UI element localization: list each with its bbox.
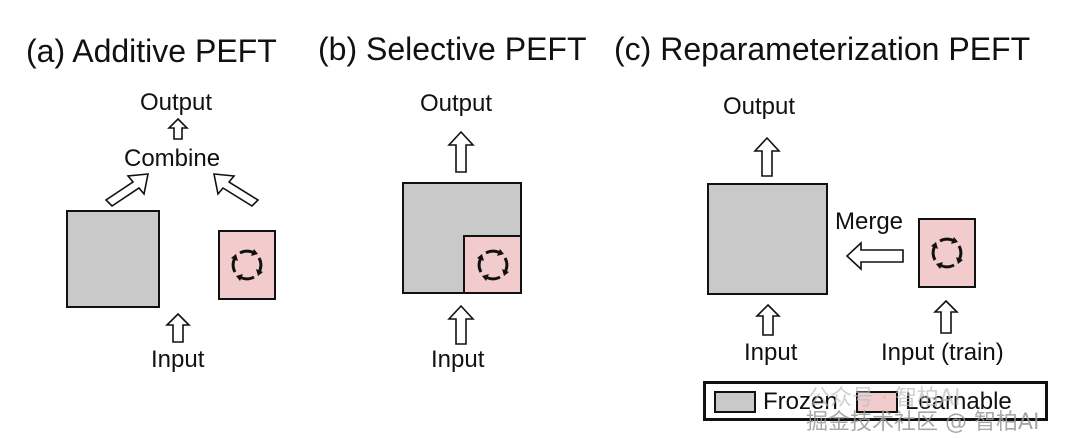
panel-b-input-arrow-icon [447, 304, 475, 345]
panel-a-right-diagonal-arrow-icon [213, 173, 260, 208]
panel-a-frozen-block [66, 210, 160, 308]
panel-c-merge-label: Merge [835, 208, 904, 235]
panel-b-output-label: Output [420, 90, 493, 117]
panel-c-output-label: Output [723, 93, 796, 120]
panel-c-frozen-block [707, 183, 828, 295]
watermark-line1: 公众号 · 智柏AI [808, 386, 961, 411]
legend-learnable-label: Learnable [905, 388, 1012, 415]
panel-a-input-arrow-icon [165, 312, 191, 343]
panel-c-input-arrow-icon [755, 303, 781, 336]
panel-b-cycle-icon [477, 249, 509, 281]
legend-learnable-swatch [856, 391, 898, 413]
panel-a-title: (a) Additive PEFT [26, 33, 277, 69]
panel-a-cycle-icon [231, 249, 263, 281]
panel-c-input-train-label: Input (train) [881, 339, 1004, 366]
panel-b-input-label: Input [431, 346, 485, 373]
legend: Frozen Learnable [703, 381, 1048, 421]
watermark-line2: 掘金技术社区 @ 智柏AI [806, 410, 1040, 435]
legend-frozen-label: Frozen [763, 388, 838, 415]
panel-a-output-label: Output [140, 89, 213, 116]
panel-b-output-arrow-icon [447, 130, 475, 173]
panel-b-title: (b) Selective PEFT [318, 31, 587, 67]
panel-c-cycle-icon [931, 237, 963, 269]
panel-a-left-diagonal-arrow-icon [104, 173, 149, 208]
panel-a-up-arrow-icon [167, 117, 189, 140]
panel-a-input-label: Input [151, 346, 205, 373]
panel-c-merge-arrow-icon [845, 241, 904, 271]
panel-c-title: (c) Reparameterization PEFT [614, 31, 1031, 67]
panel-b-learnable-block [463, 235, 522, 294]
panel-c-input-label: Input [744, 339, 798, 366]
panel-c-output-arrow-icon [753, 136, 781, 177]
panel-c-learnable-block [918, 218, 976, 288]
legend-frozen-swatch [714, 391, 756, 413]
panel-c-train-input-arrow-icon [933, 299, 959, 334]
panel-a-learnable-block [218, 230, 276, 300]
panel-a-combine-label: Combine [124, 145, 221, 172]
